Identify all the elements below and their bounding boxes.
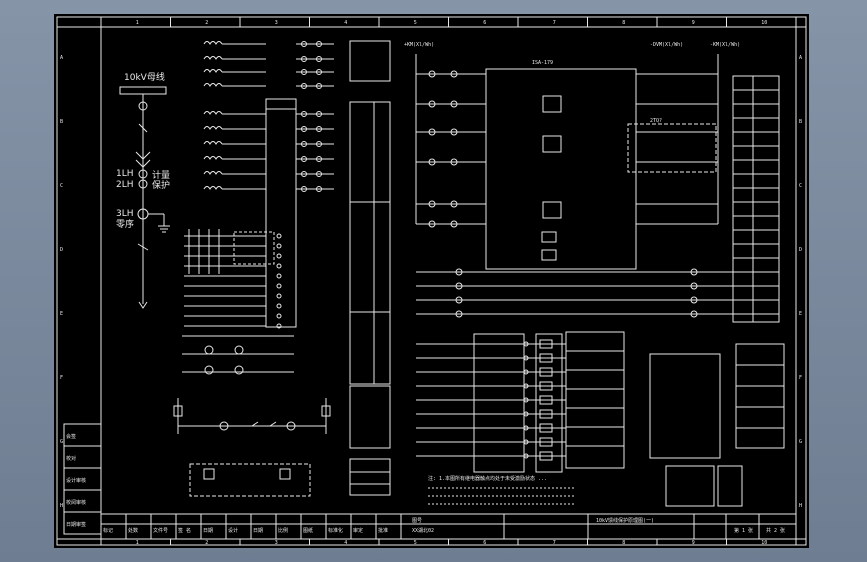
zone-col-6: 6 xyxy=(483,20,486,26)
zero-seq-ct-sub: 零序 xyxy=(116,218,134,230)
zone-col-bottom-6: 6 xyxy=(483,540,486,546)
ct-function-2: 保护 xyxy=(152,179,170,191)
title-left-row: 会签 xyxy=(66,433,76,440)
title-cell: 处数 xyxy=(128,527,138,534)
zone-col-bottom-2: 2 xyxy=(205,540,208,546)
zone-col-bottom-10: 10 xyxy=(761,540,767,546)
zone-row-right-C: C xyxy=(799,183,802,189)
dc-minus-label: -DVM(Xl/Wh) xyxy=(650,42,683,48)
ct-coil xyxy=(203,141,223,145)
row-zone-letters: A A B B C C D D E E F F G G H H xyxy=(60,55,802,509)
title-cell: 标记 xyxy=(103,527,113,534)
ct-coil xyxy=(203,186,223,190)
zone-row-right-D: D xyxy=(799,247,802,253)
zone-col-10: 10 xyxy=(761,20,767,26)
zone-col-9: 9 xyxy=(692,20,695,26)
zone-col-4: 4 xyxy=(344,20,347,26)
zero-seq-ct-label: 3LH xyxy=(116,209,134,219)
title-cell: 设计 xyxy=(228,527,238,534)
ct-coil xyxy=(203,69,223,73)
ct-coil xyxy=(203,41,223,45)
zone-row-G: G xyxy=(60,439,63,445)
ct-label-2: 2LH xyxy=(116,180,134,190)
title-left-row: 校对 xyxy=(66,455,76,462)
sheet-number: 第 1 张 xyxy=(734,527,753,534)
control-circuit: +KM(Xl/Wh) -DVM(Xl/Wh) -KM(Xl/Wh) ISA-17… xyxy=(404,42,780,323)
title-cell: 文件号 xyxy=(153,527,168,534)
function-description-column xyxy=(349,40,391,496)
zone-col-bottom-9: 9 xyxy=(692,540,695,546)
zone-col-1: 1 xyxy=(136,20,139,26)
ct-function-1: 计量 xyxy=(152,169,170,181)
zone-row-right-G: G xyxy=(799,439,802,445)
lamp-circuit xyxy=(173,335,331,497)
ct-coil xyxy=(203,156,223,160)
title-cell: 图纸 xyxy=(303,527,313,534)
dc-minus-km-label: -KM(Xl/Wh) xyxy=(710,42,740,48)
notes: 注: 1.本图所有继电器触点均处于未受激励状态 ... xyxy=(428,475,547,482)
title-cell: 签 名 xyxy=(178,527,191,534)
zone-row-F: F xyxy=(60,375,63,381)
primary-circuit: 10kV母线 1LH 2LH 计量 保护 3LH 零序 xyxy=(116,71,170,309)
drawing-no: XX湖北02 xyxy=(412,527,434,534)
drawing-title: 10kV馈线保护原理图(一) xyxy=(596,517,654,524)
bus-label: 10kV母线 xyxy=(124,71,165,83)
zone-row-right-E: E xyxy=(799,311,802,317)
zone-row-right-A: A xyxy=(799,55,802,61)
title-cell: 日期 xyxy=(253,528,263,534)
sheet-total: 共 2 张 xyxy=(766,527,785,534)
zone-col-7: 7 xyxy=(553,20,556,26)
zone-col-bottom-8: 8 xyxy=(622,540,625,546)
zone-col-bottom-4: 4 xyxy=(344,540,347,546)
zone-row-C: C xyxy=(60,183,63,189)
zone-row-B: B xyxy=(60,119,63,125)
binary-input-circuit: 注: 1.本图所有继电器触点均处于未受激励状态 ... xyxy=(416,331,785,507)
zone-row-right-F: F xyxy=(799,375,802,381)
dc-plus-label: +KM(Xl/Wh) xyxy=(404,42,434,48)
current-circuit xyxy=(184,41,334,329)
title-cell: 批准 xyxy=(378,527,388,534)
ct-coil xyxy=(203,56,223,60)
title-left-row: 校阅审核 xyxy=(66,499,86,506)
zone-col-8: 8 xyxy=(622,20,625,26)
zone-row-E: E xyxy=(60,311,63,317)
zone-row-H: H xyxy=(60,503,63,509)
ct-coil xyxy=(203,111,223,115)
zone-col-bottom-5: 5 xyxy=(414,540,417,546)
zone-col-2: 2 xyxy=(205,20,208,26)
zone-col-5: 5 xyxy=(414,20,417,26)
ct-label-1: 1LH xyxy=(116,169,134,179)
title-cell: 审定 xyxy=(353,527,363,534)
zone-col-3: 3 xyxy=(275,20,278,26)
outer-border xyxy=(56,16,807,546)
title-cell: 日期 xyxy=(203,528,213,534)
title-cell: 标准化 xyxy=(328,527,343,534)
zone-col-bottom-7: 7 xyxy=(553,540,556,546)
ct-coil xyxy=(203,126,223,130)
trip-circuit-tag: 2TQ? xyxy=(650,118,662,124)
title-left-row: 设计审核 xyxy=(66,477,86,484)
zone-row-A: A xyxy=(60,55,63,61)
zone-col-bottom-3: 3 xyxy=(275,540,278,546)
zone-row-right-H: H xyxy=(799,503,802,509)
zone-row-D: D xyxy=(60,247,63,253)
relay-tag: ISA-179 xyxy=(532,60,553,66)
title-left-row: 日期审签 xyxy=(66,521,86,528)
zone-row-right-B: B xyxy=(799,119,802,125)
column-zone-numbers: 1 1 2 2 3 3 4 4 5 5 6 6 7 7 8 8 9 9 10 10 xyxy=(136,17,767,546)
zone-col-bottom-1: 1 xyxy=(136,540,139,546)
ct-coil xyxy=(203,171,223,175)
title-cell: 比例 xyxy=(278,527,288,534)
drawing-no-label: 图号 xyxy=(412,518,422,524)
ct-coil xyxy=(203,83,223,87)
